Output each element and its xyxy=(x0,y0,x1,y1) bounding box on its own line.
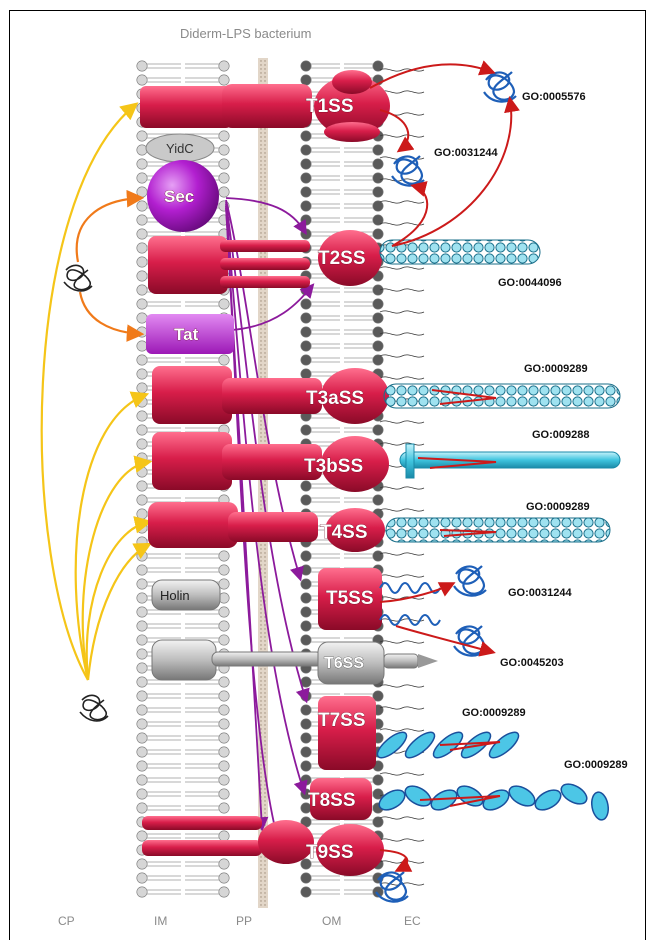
t4ss-label: T4SS xyxy=(320,522,368,543)
go-label-t8: GO:0009289 xyxy=(564,759,628,771)
t1ss-label: T1SS xyxy=(306,96,354,117)
region-label-pp: PP xyxy=(236,914,252,928)
t5ss-coils xyxy=(380,583,440,625)
t5ss-label: T5SS xyxy=(326,588,374,609)
folded-protein-icon xyxy=(80,695,108,721)
go-label-t1-extracellular: GO:0005576 xyxy=(522,91,586,103)
t2ss-label: T2SS xyxy=(318,248,366,269)
t3ass-label: T3aSS xyxy=(306,388,364,409)
t8ss-label: T8SS xyxy=(308,790,356,811)
go-label-t2: GO:0044096 xyxy=(498,277,562,289)
go-label-t5-secondary: GO:0045203 xyxy=(500,657,564,669)
region-label-im: IM xyxy=(154,914,167,928)
yellow-arrows xyxy=(42,105,148,680)
holin-label: Holin xyxy=(160,588,190,603)
folded-protein-icon xyxy=(454,566,486,596)
t7ss-label: T7SS xyxy=(318,710,366,731)
t6ss-complex xyxy=(152,640,438,684)
folded-protein-icon xyxy=(454,626,486,656)
tat-label: Tat xyxy=(174,325,199,344)
t9ss-label: T9SS xyxy=(306,842,354,863)
go-label-t3a: GO:0009289 xyxy=(524,363,588,375)
yidc-label: YidC xyxy=(166,141,194,156)
region-label-cp: CP xyxy=(58,914,75,928)
t3bss-label: T3bSS xyxy=(304,456,363,477)
folded-protein-icon xyxy=(376,872,408,902)
folded-protein-icon xyxy=(484,72,516,102)
go-label-t7: GO:0009289 xyxy=(462,707,526,719)
region-label-ec: EC xyxy=(404,914,421,928)
go-label-t1-secondary: GO:0031244 xyxy=(434,147,498,159)
sec-label: Sec xyxy=(164,187,194,206)
go-label-t3b: GO:009288 xyxy=(532,429,589,441)
go-label-t4: GO:0009289 xyxy=(526,501,590,513)
orange-arrows xyxy=(77,198,140,334)
t7ss-complex xyxy=(318,696,376,770)
folded-protein-icon xyxy=(64,265,92,291)
figure-title: Diderm-LPS bacterium xyxy=(180,26,312,41)
t6ss-label: T6SS xyxy=(324,655,364,672)
t8ss-curli xyxy=(376,780,610,821)
extracellular-proteins xyxy=(376,72,516,902)
go-label-t5: GO:0031244 xyxy=(508,587,572,599)
region-label-om: OM xyxy=(322,914,341,928)
lps-chains xyxy=(380,69,424,885)
folded-protein-icon xyxy=(392,156,424,186)
t3bss-complex xyxy=(152,432,620,492)
